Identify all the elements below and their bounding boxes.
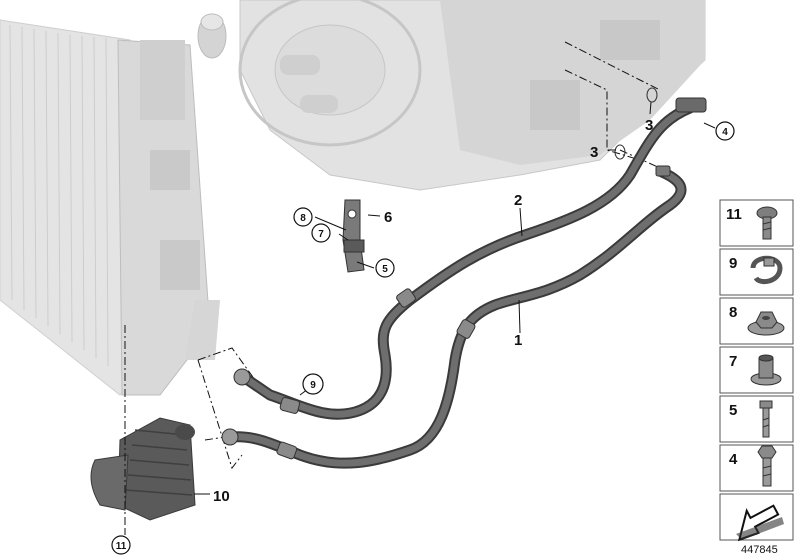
callouts: 1 2 3 3 6 10 4 5 7 8 9 11 xyxy=(111,117,735,555)
svg-text:9: 9 xyxy=(729,255,737,272)
callout-2: 2 xyxy=(514,192,522,209)
spacer-bushing-icon xyxy=(750,354,782,386)
callout-3-lower: 3 xyxy=(590,144,598,161)
svg-text:7: 7 xyxy=(318,229,324,240)
svg-text:8: 8 xyxy=(300,213,306,224)
hose-fittings xyxy=(221,87,707,460)
radiator xyxy=(0,13,227,396)
legend-item-4: 4 xyxy=(719,444,794,492)
svg-text:8: 8 xyxy=(729,304,737,321)
svg-text:7: 7 xyxy=(729,353,737,370)
svg-text:5: 5 xyxy=(729,402,737,419)
svg-text:9: 9 xyxy=(310,380,316,391)
legend-item-5: 5 xyxy=(719,395,794,443)
callout-7-circle: 7 xyxy=(311,223,331,243)
svg-text:11: 11 xyxy=(726,206,742,223)
oil-line-2 xyxy=(239,102,696,420)
bolt-icon xyxy=(759,400,773,438)
parts-legend: 11 9 8 xyxy=(719,199,794,542)
document-number: 447845 xyxy=(741,544,778,556)
callout-1: 1 xyxy=(514,332,522,349)
callout-5-circle: 5 xyxy=(375,258,395,278)
direction-arrow-icon xyxy=(736,504,784,542)
callout-9-circle: 9 xyxy=(302,373,324,395)
flange-nut-icon xyxy=(747,311,785,336)
legend-item-7: 7 xyxy=(719,346,794,394)
legend-item-11: 11 xyxy=(719,199,794,247)
bracket-assembly xyxy=(342,199,365,273)
callout-10: 10 xyxy=(213,488,230,505)
hose-clamp-icon xyxy=(750,255,783,285)
screw-clip-icon xyxy=(756,206,778,240)
transmission-housing xyxy=(238,0,706,191)
callout-8-circle: 8 xyxy=(293,207,313,227)
oil-cooler xyxy=(90,417,196,521)
callout-4-circle: 4 xyxy=(715,121,735,141)
hex-bolt-icon xyxy=(757,445,777,487)
svg-text:5: 5 xyxy=(382,264,388,275)
callout-6: 6 xyxy=(384,209,392,226)
legend-item-8: 8 xyxy=(719,297,794,345)
callout-11-circle: 11 xyxy=(111,535,131,555)
svg-text:4: 4 xyxy=(722,127,728,138)
legend-item-9: 9 xyxy=(719,248,794,296)
direction-arrow-legend xyxy=(719,493,794,542)
svg-text:4: 4 xyxy=(729,451,738,468)
callout-3-upper: 3 xyxy=(645,117,653,134)
svg-text:11: 11 xyxy=(116,541,127,552)
assembly-lines xyxy=(124,41,661,530)
